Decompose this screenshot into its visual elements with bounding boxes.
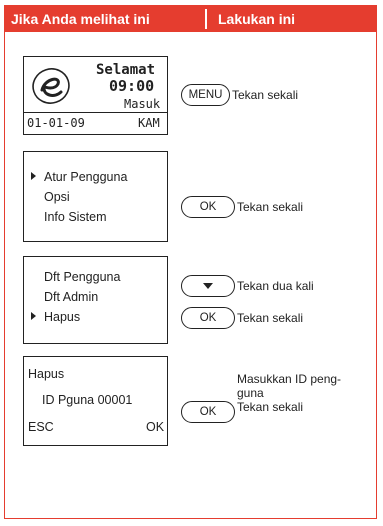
ok-button-label: OK [199,312,217,324]
menu-button[interactable]: MENU [181,84,230,106]
step3-ok-action: Tekan sekali [237,311,304,325]
down-arrow-icon [203,283,213,289]
step4-instruction-line1: Masukkan ID peng- [237,372,342,386]
menu-item: Atur Pengguna [44,170,128,184]
down-button[interactable] [181,275,235,297]
screen-divider [24,112,167,113]
menu-item: Hapus [44,310,81,324]
menu-button-label: MENU [188,89,223,101]
time-text: 09:00 [109,77,155,95]
header-divider [205,9,207,29]
header-left-title: Jika Anda melihat ini [11,11,150,27]
menu-item: Opsi [44,190,70,204]
ok-button-label: OK [199,201,217,213]
ok-button[interactable]: OK [181,401,235,423]
ok-button[interactable]: OK [181,307,235,329]
device-screen-home: Selamat 09:00 Masuk 01-01-09 KAM [23,56,168,135]
instruction-panel: Jika Anda melihat ini Lakukan ini Selama… [4,5,377,519]
step1-action: Tekan sekali [232,88,299,102]
device-screen-delete: Hapus ID Pguna 00001 ESC OK [23,356,168,446]
menu-item: Dft Pengguna [44,270,121,284]
date-text: 01-01-09 [27,116,85,130]
greeting-text: Selamat [96,62,156,78]
device-screen-main-menu: Atur Pengguna Opsi Info Sistem [23,151,168,242]
step3-down-action: Tekan dua kali [237,279,314,293]
screen-title: Hapus [28,367,65,381]
menu-item: Info Sistem [44,210,107,224]
e-logo-icon [32,68,70,104]
step4-action: Tekan sekali [237,400,304,414]
selection-arrow-icon [31,312,36,320]
day-text: KAM [138,116,160,130]
menu-item: Dft Admin [44,290,99,304]
header-bar: Jika Anda melihat ini Lakukan ini [5,6,376,32]
step2-action: Tekan sekali [237,200,304,214]
step4-instruction-line2: guna [237,386,264,400]
ok-label: OK [146,420,165,434]
selection-arrow-icon [31,172,36,180]
esc-label: ESC [28,420,54,434]
status-text: Masuk [124,97,161,111]
device-screen-user-menu: Dft Pengguna Dft Admin Hapus [23,256,168,344]
ok-button[interactable]: OK [181,196,235,218]
ok-button-label: OK [199,406,217,418]
user-id-text: ID Pguna 00001 [42,393,133,407]
header-right-title: Lakukan ini [218,11,296,27]
